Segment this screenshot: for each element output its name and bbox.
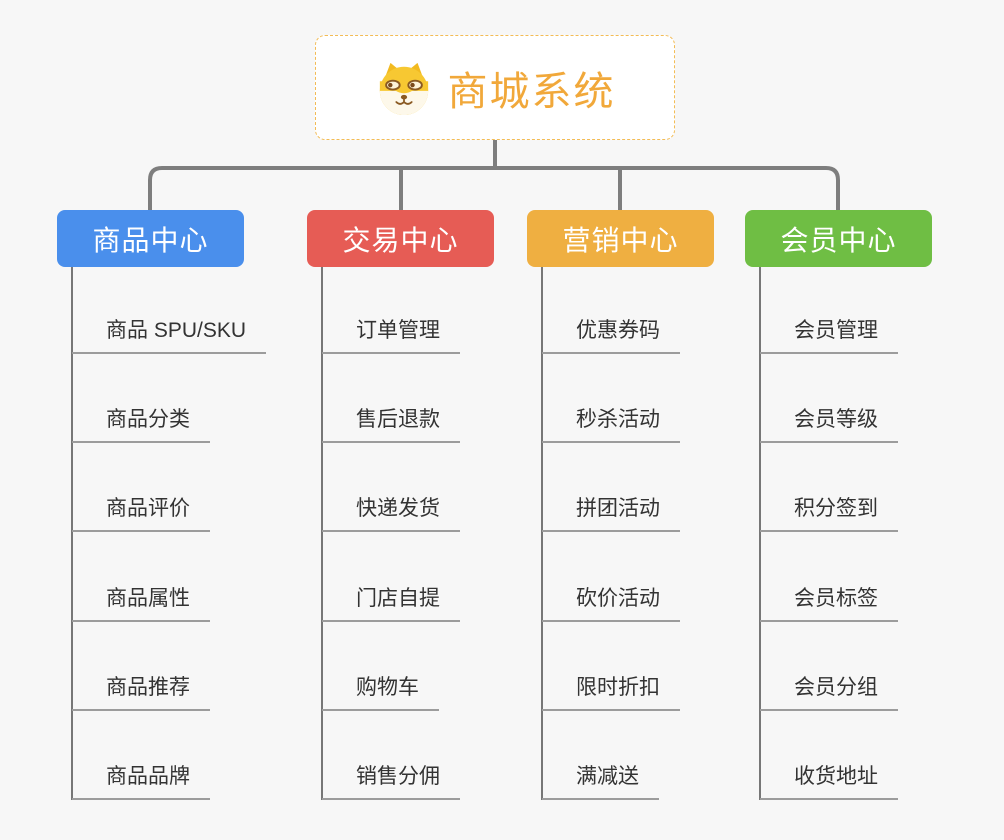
root-title: 商城系统 bbox=[447, 69, 616, 114]
leaf-item[interactable]: 会员分组 bbox=[760, 673, 898, 711]
branch-label: 交易中心 bbox=[342, 224, 459, 256]
leaf-item[interactable]: 商品属性 bbox=[72, 584, 210, 622]
leaf-item[interactable]: 快递发货 bbox=[322, 494, 460, 533]
root-bus-lines bbox=[148, 140, 840, 210]
branch-node-members[interactable]: 会员中心 bbox=[745, 210, 932, 267]
dog-icon bbox=[379, 62, 428, 115]
leaf-item[interactable]: 收货地址 bbox=[760, 762, 898, 800]
leaf-item[interactable]: 限时折扣 bbox=[542, 673, 680, 711]
leaf-item[interactable]: 商品分类 bbox=[72, 405, 210, 444]
leaf-item[interactable]: 商品 SPU/SKU bbox=[72, 316, 267, 354]
leaf-item[interactable]: 会员管理 bbox=[760, 316, 898, 354]
leaf-item[interactable]: 会员标签 bbox=[760, 584, 898, 622]
branch-label: 会员中心 bbox=[780, 224, 897, 256]
leaf-item[interactable]: 销售分佣 bbox=[322, 762, 460, 800]
leaf-item[interactable]: 会员等级 bbox=[760, 405, 898, 444]
branch-node-marketing[interactable]: 营销中心 bbox=[527, 210, 714, 267]
branch-spine-lines bbox=[71, 267, 761, 800]
leaf-item[interactable]: 砍价活动 bbox=[542, 584, 680, 622]
leaf-item[interactable]: 商品推荐 bbox=[72, 673, 210, 711]
leaf-item[interactable]: 商品评价 bbox=[72, 494, 210, 533]
leaf-item[interactable]: 商品品牌 bbox=[72, 762, 210, 800]
root-node-mall-system[interactable]: 商城系统 bbox=[315, 35, 675, 140]
leaf-item[interactable]: 秒杀活动 bbox=[542, 405, 680, 444]
leaf-item[interactable]: 购物车 bbox=[322, 673, 439, 711]
leaf-item[interactable]: 积分签到 bbox=[760, 494, 898, 533]
branch-node-trade[interactable]: 交易中心 bbox=[307, 210, 494, 267]
leaf-item[interactable]: 订单管理 bbox=[322, 316, 460, 354]
branch-node-products[interactable]: 商品中心 bbox=[57, 210, 244, 267]
branch-label: 商品中心 bbox=[92, 224, 209, 256]
leaf-item[interactable]: 售后退款 bbox=[322, 405, 460, 444]
branch-label: 营销中心 bbox=[562, 224, 679, 256]
leaf-item[interactable]: 满减送 bbox=[542, 762, 659, 800]
leaf-item[interactable]: 门店自提 bbox=[322, 584, 460, 622]
leaf-item[interactable]: 拼团活动 bbox=[542, 494, 680, 533]
leaf-item[interactable]: 优惠券码 bbox=[542, 316, 680, 354]
